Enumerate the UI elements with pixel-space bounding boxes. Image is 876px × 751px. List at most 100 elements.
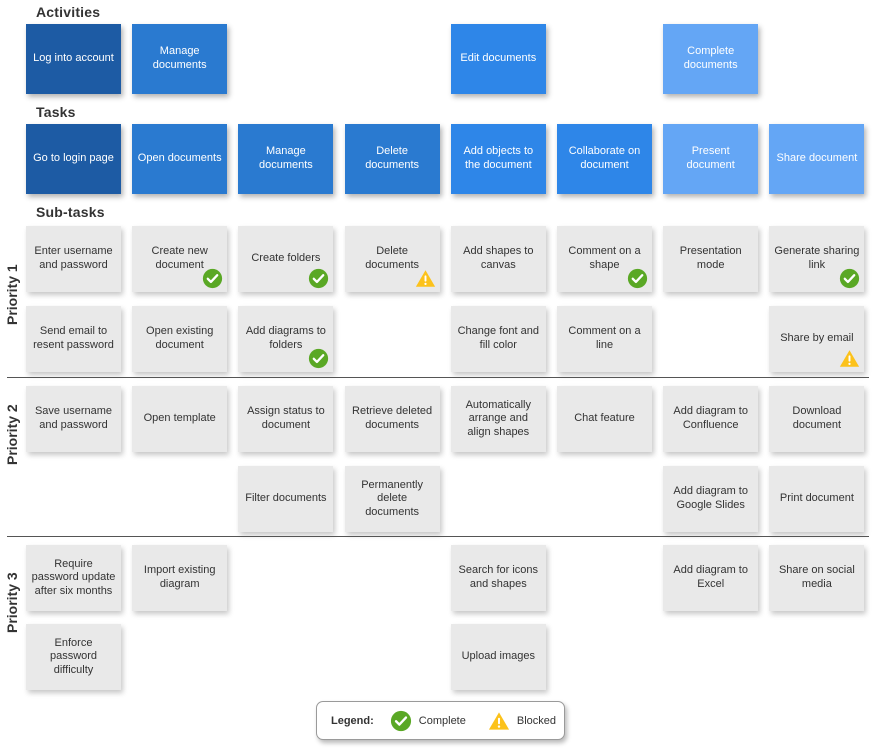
subtask-card-open-existing-document[interactable]: Open existing document: [132, 306, 228, 372]
legend-title: Legend:: [331, 714, 374, 727]
status-badge-complete: [627, 268, 648, 289]
subtask-card-label: Require password update after six months: [31, 557, 116, 597]
subtask-card-label: Search for icons and shapes: [458, 564, 539, 590]
subtask-card-import-existing-diagram[interactable]: Import existing diagram: [132, 545, 228, 611]
subtask-card-search-for-icons-and-shapes[interactable]: Search for icons and shapes: [450, 545, 546, 611]
subtask-card-save-username-and-password[interactable]: Save username and password: [26, 386, 121, 452]
swimlane-divider-2: [7, 536, 869, 537]
subtask-card-label: Enter username and password: [34, 245, 113, 271]
subtask-card-label: Share on social media: [778, 564, 855, 590]
subtask-card-download-document[interactable]: Download document: [769, 386, 865, 452]
subtask-card-print-document[interactable]: Print document: [769, 466, 865, 532]
subtask-card-share-on-social-media[interactable]: Share on social media: [769, 545, 865, 611]
priority-label-2: Priority 2: [4, 404, 20, 465]
legend-label-complete: Complete: [418, 714, 466, 727]
subtask-card-label: Comment on a shape: [568, 245, 641, 271]
subtask-card-label: Save username and password: [34, 405, 113, 431]
subtask-card-label: Download document: [792, 405, 842, 431]
subtask-card-label: Add diagram to Confluence: [673, 405, 748, 431]
subtask-card-create-new-document[interactable]: Create new document: [132, 226, 228, 292]
subtask-card-chat-feature[interactable]: Chat feature: [557, 386, 652, 452]
subtask-card-share-by-email[interactable]: Share by email: [769, 306, 865, 372]
subtask-card-assign-status-to-document[interactable]: Assign status to document: [238, 386, 334, 452]
subtask-card-label: Permanently delete documents: [361, 478, 423, 518]
status-badge-complete: [308, 348, 329, 369]
subtask-card-label: Create folders: [251, 252, 321, 265]
subtask-card-label: Delete documents: [365, 245, 419, 271]
swimlane-divider-1: [7, 377, 869, 378]
legend: Legend: Complete Blocked: [316, 701, 565, 740]
subtask-card-enforce-password-difficulty[interactable]: Enforce password difficulty: [26, 624, 121, 690]
subtask-card-presentation-mode[interactable]: Presentation mode: [663, 226, 759, 292]
subtask-card-add-shapes-to-canvas[interactable]: Add shapes to canvas: [450, 226, 546, 292]
subtask-card-label: Open template: [143, 412, 216, 425]
task-card-label: Open documents: [137, 152, 222, 165]
subtask-card-enter-username-and-password[interactable]: Enter username and password: [26, 226, 121, 292]
subtask-card-label: Enforce password difficulty: [49, 636, 98, 676]
task-card-share-document[interactable]: Share document: [769, 124, 865, 194]
status-badge-blocked: [839, 348, 860, 369]
subtask-card-label: Print document: [779, 492, 854, 505]
task-card-delete-documents[interactable]: Delete documents: [344, 124, 440, 194]
subtask-card-send-email-to-resent-password[interactable]: Send email to resent password: [26, 306, 121, 372]
legend-item-blocked: Blocked: [488, 710, 556, 732]
subtask-card-label: Change font and fill color: [457, 325, 539, 351]
task-card-label: Collaborate on document: [568, 145, 641, 171]
activity-card-label: Manage documents: [152, 45, 207, 71]
subtask-card-generate-sharing-link[interactable]: Generate sharing link: [769, 226, 865, 292]
priority-label-1: Priority 1: [4, 264, 20, 325]
subtask-card-label: Upload images: [461, 650, 535, 663]
activity-card-edit-documents[interactable]: Edit documents: [450, 24, 546, 94]
subtask-card-add-diagram-to-excel[interactable]: Add diagram to Excel: [663, 545, 759, 611]
subtask-card-label: Automatically arrange and align shapes: [465, 398, 531, 438]
task-card-label: Delete documents: [365, 145, 419, 171]
subtask-card-add-diagrams-to-folders[interactable]: Add diagrams to folders: [238, 306, 334, 372]
subtask-card-open-template[interactable]: Open template: [132, 386, 228, 452]
subtask-card-delete-documents[interactable]: Delete documents: [344, 226, 440, 292]
subtask-card-add-diagram-to-confluence[interactable]: Add diagram to Confluence: [663, 386, 759, 452]
warning-triangle-icon: [488, 710, 517, 732]
section-heading-subtasks: Sub-tasks: [36, 204, 105, 220]
subtask-card-permanently-delete-documents[interactable]: Permanently delete documents: [344, 466, 440, 532]
section-heading-activities: Activities: [36, 4, 101, 20]
subtask-card-upload-images[interactable]: Upload images: [450, 624, 546, 690]
status-badge-complete: [308, 268, 329, 289]
subtask-card-label: Import existing diagram: [143, 564, 216, 590]
task-card-label: Add objects to the document: [463, 145, 534, 171]
task-card-manage-documents[interactable]: Manage documents: [238, 124, 334, 194]
subtask-card-require-password-update-after-six-months[interactable]: Require password update after six months: [26, 545, 121, 611]
activity-card-label: Complete documents: [683, 45, 738, 71]
subtask-card-label: Presentation mode: [679, 245, 742, 271]
subtask-card-label: Open existing document: [146, 325, 214, 351]
activity-card-complete-documents[interactable]: Complete documents: [663, 24, 759, 94]
subtask-card-comment-on-a-line[interactable]: Comment on a line: [557, 306, 652, 372]
task-card-label: Go to login page: [33, 152, 114, 165]
activity-card-log-into-account[interactable]: Log into account: [26, 24, 121, 94]
subtask-card-label: Retrieve deleted documents: [352, 405, 433, 431]
task-card-label: Present document: [686, 145, 735, 171]
subtask-card-comment-on-a-shape[interactable]: Comment on a shape: [557, 226, 652, 292]
task-card-present-document[interactable]: Present document: [663, 124, 759, 194]
subtask-card-add-diagram-to-google-slides[interactable]: Add diagram to Google Slides: [663, 466, 759, 532]
status-badge-complete: [839, 268, 860, 289]
subtask-card-label: Add diagram to Excel: [673, 564, 748, 590]
task-card-label: Share document: [776, 152, 858, 165]
subtask-card-label: Assign status to document: [247, 405, 325, 431]
subtask-card-label: Generate sharing link: [774, 245, 860, 271]
task-card-collaborate-on-document[interactable]: Collaborate on document: [557, 124, 652, 194]
activity-card-label: Log into account: [33, 52, 114, 65]
subtask-card-label: Filter documents: [245, 492, 327, 505]
task-card-go-to-login-page[interactable]: Go to login page: [26, 124, 121, 194]
subtask-card-create-folders[interactable]: Create folders: [238, 226, 334, 292]
subtask-card-automatically-arrange-and-align-shapes[interactable]: Automatically arrange and align shapes: [450, 386, 546, 452]
subtask-card-change-font-and-fill-color[interactable]: Change font and fill color: [450, 306, 546, 372]
legend-label-blocked: Blocked: [516, 714, 556, 727]
status-badge-blocked: [415, 268, 436, 289]
subtask-card-retrieve-deleted-documents[interactable]: Retrieve deleted documents: [344, 386, 440, 452]
subtask-card-filter-documents[interactable]: Filter documents: [238, 466, 334, 532]
subtask-card-label: Add diagram to Google Slides: [673, 485, 748, 511]
task-card-add-objects-to-the-document[interactable]: Add objects to the document: [450, 124, 546, 194]
activity-card-manage-documents[interactable]: Manage documents: [132, 24, 228, 94]
task-card-open-documents[interactable]: Open documents: [132, 124, 228, 194]
